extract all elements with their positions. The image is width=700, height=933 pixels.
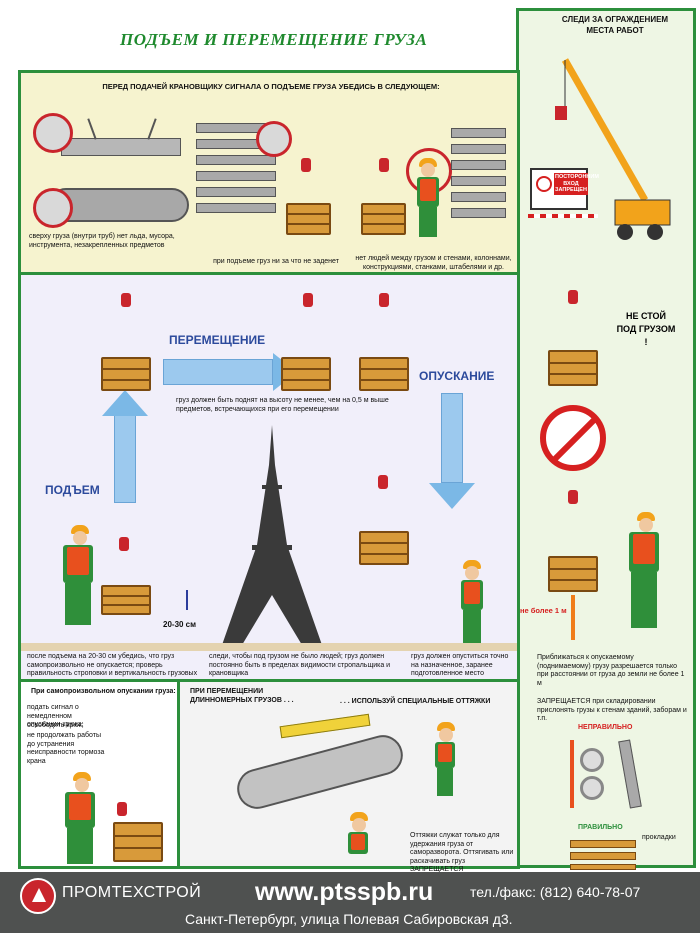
footer-bar: ПРОМТЕХСТРОЙ www.ptsspb.ru тел./факс: (8… [0,872,700,933]
guy-ropes-heading: . . . ИСПОЛЬЗУЙ СПЕЦИАЛЬНЫЕ ОТТЯЖКИ [340,698,491,705]
website-link[interactable]: www.ptsspb.ru [255,878,434,906]
lifting-label: ПОДЪЕМ [45,483,100,497]
crate [359,357,409,391]
note-visibility: следи, чтобы под грузом не было людей; г… [209,653,391,677]
bottom-left-panel: При самопроизвольном опускании груза: по… [18,679,180,869]
crane-hook-icon [119,537,129,551]
crane-hook-icon [121,293,131,307]
company-logo-icon [20,878,56,914]
up-arrow-head [102,390,148,416]
up-arrow [114,415,136,503]
bottom-left-heading: При самопроизвольном опускании груза: [31,688,176,695]
company-name: ПРОМТЕХСТРОЙ [62,884,202,901]
no-entry-icon [536,176,552,192]
leaning-loads-illustration [570,739,670,809]
right-label: ПРАВИЛЬНО [578,824,623,831]
slab-illustration [61,118,181,168]
long-pipe-illustration [232,730,408,814]
right-arrow [163,359,273,385]
stand-under-warning: НЕ СТОЙ ПОД ГРУЗОМ ! [616,311,676,347]
bottom-left-item-3: не продолжать работы до устранения неисп… [27,732,105,765]
top-panel: ПЕРЕД ПОДАЧЕЙ КРАНОВЩИКУ СИГНАЛА О ПОДЪЕ… [18,70,520,275]
dimension-label: 20-30 см [163,620,197,629]
middle-panel: ПЕРЕМЕЩЕНИЕ ОПУСКАНИЕ ПОДЪЕМ груз должен… [18,272,520,686]
crate [548,350,598,386]
crate [361,203,406,235]
dimension-arrow [186,590,188,610]
no-entry-sign: ПОСТОРОННИМ ВХОД ЗАПРЕЩЕН [530,168,599,210]
crate [281,357,331,391]
phone-fax: тел./факс: (812) 640-78-07 [470,884,641,900]
caption-no-people: нет людей между грузом и стенами, колонн… [355,255,512,271]
down-arrow [441,393,463,483]
bottom-middle-panel: ПРИ ПЕРЕМЕЩЕНИИ ДЛИННОМЕРНЫХ ГРУЗОВ . . … [177,679,520,873]
down-arrow-head [429,483,475,509]
crane-hook-icon [117,802,127,816]
barrier-tape [528,214,598,218]
prohibited-note: ЗАПРЕЩАЕТСЯ при складировании прислонять… [537,698,687,722]
top-panel-heading: ПЕРЕД ПОДАЧЕЙ КРАНОВЩИКУ СИГНАЛА О ПОДЪЕ… [102,82,440,91]
approach-note: Приближаться к опускаемому (поднимаемому… [537,654,685,687]
crane-hook-icon [379,293,389,307]
crate [286,203,331,235]
crane-illustration [545,50,675,250]
poster-title: ПОДЪЕМ И ПЕРЕМЕЩЕНИЕ ГРУЗА [120,30,428,49]
crate [101,585,151,615]
crate [113,822,163,862]
eiffel-tower-illustration [217,425,327,645]
crate [548,556,598,592]
spacers-label: прокладки [642,834,676,841]
distance-label: не более 1 м [520,606,567,615]
crate [101,357,151,391]
crane-hook-icon [303,293,313,307]
long-load-heading: ПРИ ПЕРЕМЕЩЕНИИ ДЛИННОМЕРНЫХ ГРУЗОВ . . … [190,688,294,704]
crane-hook-icon [568,290,578,304]
spreader-beam [279,713,371,739]
prohibition-icon [540,405,606,471]
fence-heading: СЛЕДИ ЗА ОГРАЖДЕНИЕМ МЕСТА РАБОТ [561,15,669,35]
sign-text: ПОСТОРОННИМ ВХОД ЗАПРЕЩЕН [554,173,599,195]
moving-label: ПЕРЕМЕЩЕНИЕ [169,333,266,347]
bottom-left-item-2: освободить крюк; [27,722,84,729]
crane-hook-icon [301,158,311,172]
address: Санкт-Петербург, улица Полевая Сабировск… [185,911,513,927]
caption-no-snag: при подъеме груз ни за что не заденет [213,258,339,265]
lowering-label: ОПУСКАНИЕ [419,369,495,383]
guy-ropes-note: Оттяжки служат только для удержания груз… [410,832,514,873]
crane-hook-icon [568,490,578,504]
caption-no-debris: сверху груза (внутри труб) нет льда, мус… [29,233,175,249]
bottom-left-item-1: подать сигнал о немедленном опускании кр… [27,704,84,728]
height-note: груз должен быть поднят на высоту не мен… [176,397,389,413]
ground-strip [21,643,517,651]
distance-arrow [571,595,575,640]
magnifier-icon [33,188,73,228]
magnifier-icon [256,121,292,157]
crate [359,531,409,565]
crane-hook-icon [378,475,388,489]
crane-hook-icon [379,158,389,172]
magnifier-icon [33,113,73,153]
wrong-label: НЕПРАВИЛЬНО [578,724,633,731]
